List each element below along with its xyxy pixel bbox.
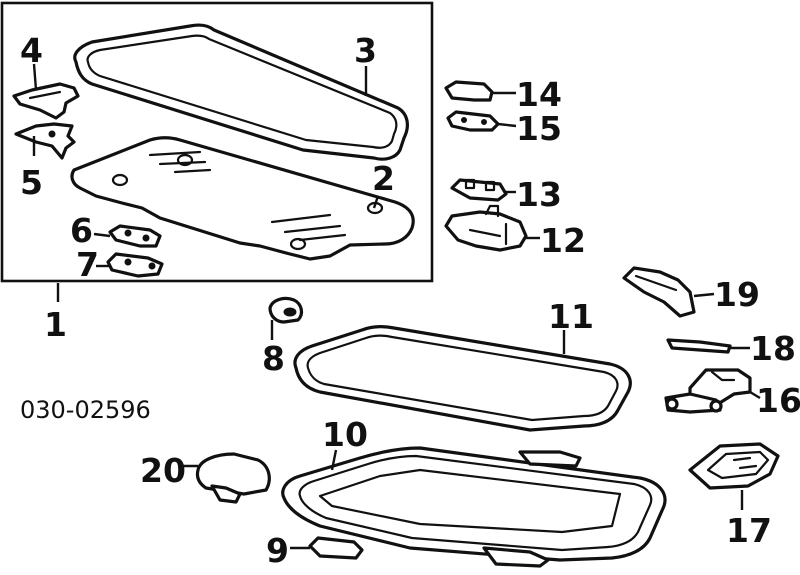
callout-13: 13 [516, 175, 562, 214]
callout-6: 6 [70, 211, 93, 250]
part-16-mechanism [664, 368, 761, 414]
callout-17: 17 [726, 511, 772, 550]
callout-15: 15 [516, 109, 562, 148]
callout-8: 8 [262, 339, 285, 378]
part-15-clip [446, 110, 517, 132]
assembly-box [0, 1, 434, 283]
part-8-cap [268, 296, 304, 340]
callout-1: 1 [44, 305, 67, 344]
part-5-bracket [14, 122, 76, 160]
part-18-plate [666, 338, 750, 354]
part-14-cap [444, 80, 516, 102]
callout-2: 2 [372, 159, 395, 198]
leader-2 [372, 195, 380, 209]
part-7-clip [106, 252, 164, 278]
part-12-guide [444, 204, 540, 252]
part-13-clip [450, 178, 516, 202]
callout-11: 11 [548, 297, 594, 336]
callout-12: 12 [540, 221, 586, 260]
part-19-bracket [622, 266, 715, 318]
leader-6 [93, 232, 111, 238]
callout-9: 9 [266, 531, 289, 570]
callout-18: 18 [750, 329, 796, 368]
callout-3: 3 [354, 31, 377, 70]
part-6-clip [108, 224, 162, 248]
part-3-glass-seal [73, 23, 409, 161]
callout-5: 5 [20, 163, 43, 202]
callout-10: 10 [322, 415, 368, 454]
leader-4 [32, 63, 38, 91]
part-11-seal [293, 325, 632, 432]
part-10-frame [281, 446, 667, 568]
callout-20: 20 [140, 451, 186, 490]
callout-4: 4 [20, 31, 43, 70]
part-9-clip [290, 536, 364, 560]
part-2-glass-panel [70, 136, 415, 261]
part-17-handle [688, 442, 780, 510]
catalog-number: 030-02596 [20, 396, 151, 424]
callout-19: 19 [714, 275, 760, 314]
part-20-cover [178, 452, 271, 504]
callout-14: 14 [516, 75, 562, 114]
callout-16: 16 [756, 381, 800, 420]
part-4-bracket [12, 82, 80, 120]
callout-7: 7 [76, 245, 99, 284]
